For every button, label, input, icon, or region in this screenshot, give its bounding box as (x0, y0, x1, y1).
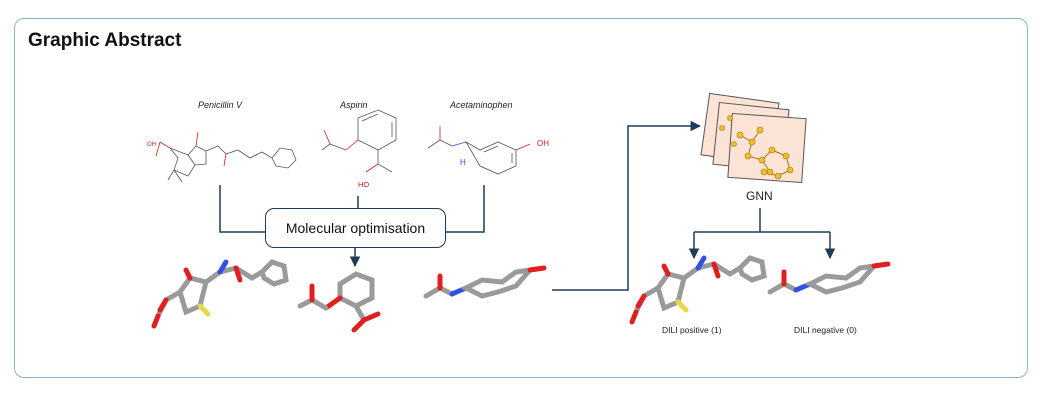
dili-negative-model (767, 261, 891, 295)
output-negative-label: DILI negative (0) (794, 325, 857, 335)
arrow-to-gnn (552, 120, 702, 291)
acetaminophen-nh: H (460, 158, 466, 167)
gnn-graph-cards (700, 92, 807, 184)
penicillin-2d-structure (155, 131, 297, 183)
aspirin-3d-model (297, 271, 381, 333)
aspirin-2d-structure (321, 109, 397, 173)
label-penicillin-v: Penicillin V (198, 100, 243, 110)
label-aspirin: Aspirin (339, 100, 368, 110)
molecular-optimisation-label: Molecular optimisation (285, 220, 426, 236)
connector-penicillin (219, 185, 265, 233)
output-positive-label: DILI positive (1) (662, 325, 722, 335)
molecular-optimisation-box: Molecular optimisation (265, 208, 446, 248)
dili-positive-model (629, 255, 767, 325)
acetaminophen-oh: OH (537, 139, 549, 148)
penicillin-oh: OH (147, 142, 156, 148)
abstract-frame (14, 18, 1028, 378)
gnn-label: GNN (746, 189, 773, 203)
penicillin-3d-model (151, 259, 289, 329)
aspirin-ho: HO (358, 180, 369, 189)
page-title: Graphic Abstract (28, 30, 182, 51)
connector-acetaminophen (446, 185, 485, 233)
acetaminophen-2d-structure (427, 126, 531, 175)
label-acetaminophen: Acetaminophen (449, 100, 513, 110)
acetaminophen-3d-model (423, 265, 547, 299)
